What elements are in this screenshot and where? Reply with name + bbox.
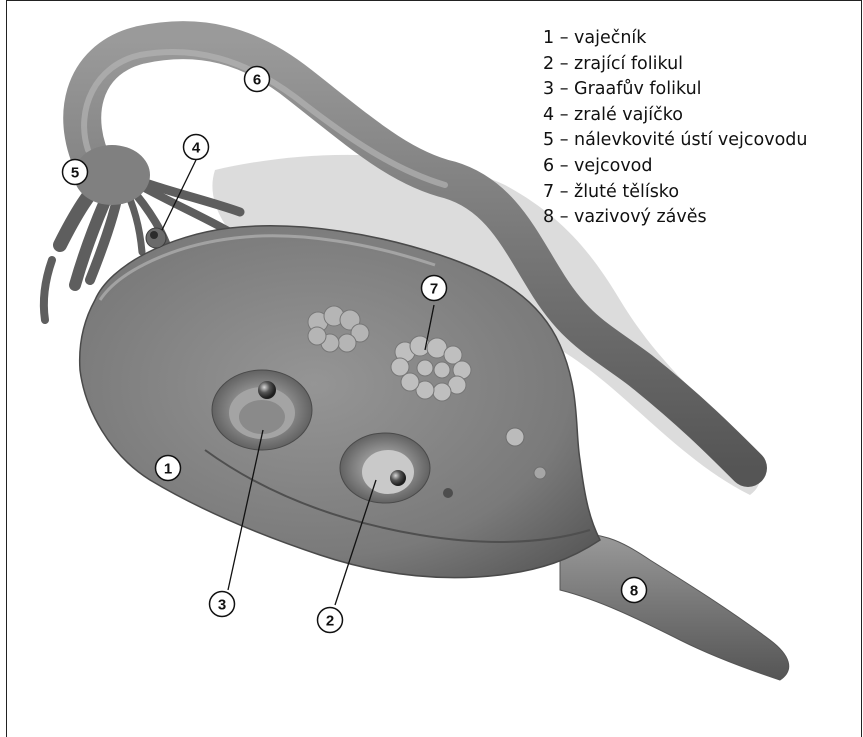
released-ovum-core: [150, 231, 158, 239]
callout-5: 5: [63, 160, 88, 185]
callout-3-number: 3: [218, 597, 226, 614]
callout-8-number: 8: [630, 583, 638, 600]
callout-7-number: 7: [430, 281, 438, 298]
legend-item-6: 6 – vejcovod: [543, 154, 808, 180]
graafian-follicle: [212, 370, 312, 450]
legend-item-5: 5 – nálevkovité ústí vejcovodu: [543, 128, 808, 154]
legend-item-7: 7 – žluté tělísko: [543, 180, 808, 206]
legend-item-1: 1 – vaječník: [543, 26, 808, 52]
callout-2-number: 2: [326, 613, 334, 630]
callout-6-number: 6: [253, 72, 261, 89]
callout-3: 3: [210, 592, 235, 617]
callout-5-number: 5: [71, 165, 79, 182]
legend-item-8: 8 – vazivový závěs: [543, 205, 808, 231]
small-follicle: [534, 467, 546, 479]
legend-item-2: 2 – zrající folikul: [543, 52, 808, 78]
callout-7: 7: [422, 276, 447, 301]
small-follicle: [506, 428, 524, 446]
legend-item-4: 4 – zralé vajíčko: [543, 103, 808, 129]
ovarian-ligament: [560, 534, 789, 680]
callout-2: 2: [318, 608, 343, 633]
legend: 1 – vaječník 2 – zrající folikul 3 – Gra…: [543, 26, 808, 231]
callout-8: 8: [622, 578, 647, 603]
callout-6: 6: [245, 67, 270, 92]
callout-4: 4: [184, 135, 209, 160]
callout-1-number: 1: [164, 461, 172, 478]
callout-1: 1: [156, 456, 181, 481]
legend-item-3: 3 – Graafův folikul: [543, 77, 808, 103]
callout-4-number: 4: [192, 140, 201, 157]
